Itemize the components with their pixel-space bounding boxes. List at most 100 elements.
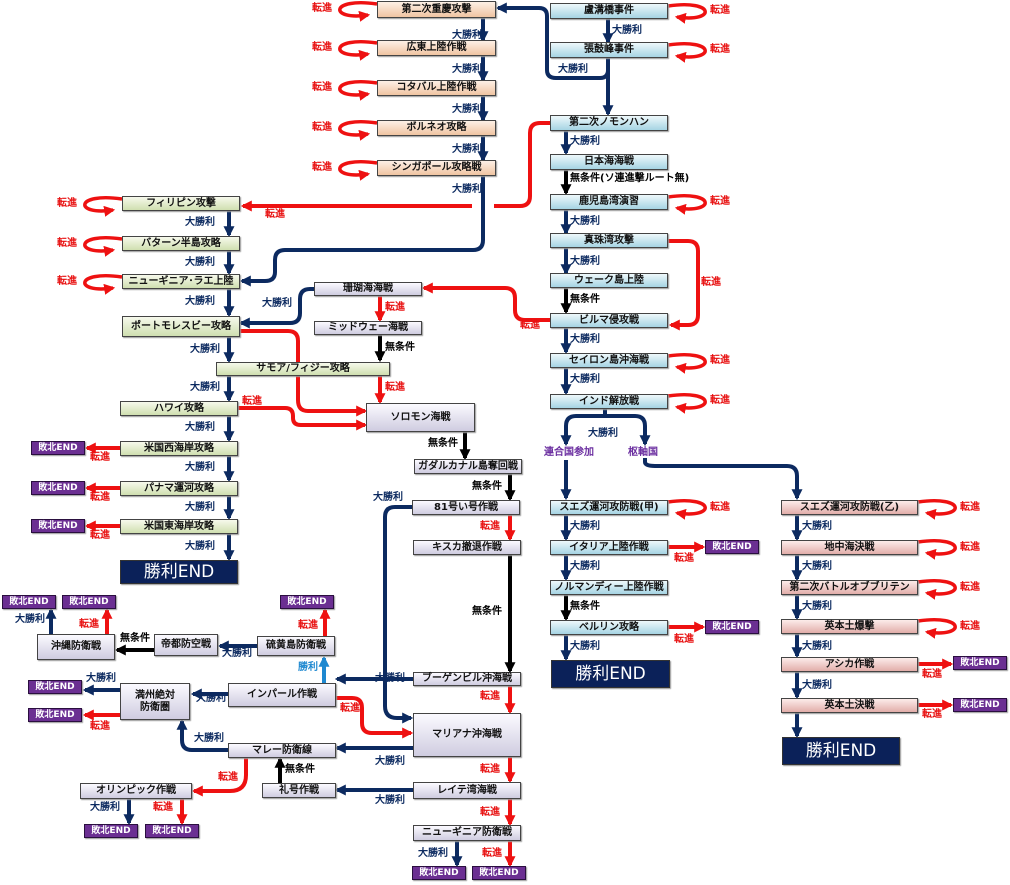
defeat-end[interactable]: 敗北END bbox=[953, 656, 1007, 670]
victory-end[interactable]: 勝利END bbox=[551, 660, 670, 688]
node-panama[interactable]: パナマ運河攻略 bbox=[120, 481, 238, 496]
node-bataan[interactable]: バターン半島攻略 bbox=[122, 236, 240, 251]
defeat-end[interactable]: 敗北END bbox=[705, 620, 759, 634]
node-solomon[interactable]: ソロモン海戦 bbox=[366, 403, 475, 432]
node-midway[interactable]: ミッドウェー海戦 bbox=[314, 321, 422, 335]
victory-label: 大勝利 bbox=[558, 64, 588, 75]
defeat-end[interactable]: 敗北END bbox=[953, 698, 1007, 712]
node-wake[interactable]: ウェーク島上陸 bbox=[550, 273, 668, 288]
node-borneo[interactable]: ボルネオ攻略 bbox=[377, 120, 496, 136]
node-bob[interactable]: 第二次バトルオブブリテン bbox=[781, 580, 918, 595]
node-hawaii[interactable]: ハワイ攻略 bbox=[120, 401, 238, 416]
victory-label: 大勝利 bbox=[375, 673, 405, 684]
victory-label: 大勝利 bbox=[185, 422, 215, 433]
node-india[interactable]: インド解放戦 bbox=[550, 394, 668, 409]
defeat-end[interactable]: 敗北END bbox=[62, 595, 116, 609]
defeat-end[interactable]: 敗北END bbox=[31, 481, 85, 495]
node-zhanggufeng[interactable]: 張鼓峰事件 bbox=[550, 42, 668, 58]
defeat-end[interactable]: 敗北END bbox=[472, 866, 526, 880]
retreat-label: 転進 bbox=[218, 772, 238, 783]
victory-label: 大勝利 bbox=[262, 298, 292, 309]
unconditional-label: 無条件(ソ連進撃ルート無) bbox=[570, 173, 690, 184]
node-chongqing[interactable]: 第二次重慶攻撃 bbox=[377, 1, 496, 18]
retreat-arrow bbox=[667, 194, 707, 215]
node-okinawa[interactable]: 沖縄防衛戦 bbox=[37, 634, 115, 660]
victory-end[interactable]: 勝利END bbox=[120, 560, 238, 584]
defeat-end[interactable]: 敗北END bbox=[412, 866, 466, 880]
node-ngdef[interactable]: ニューギニア防衛戦 bbox=[413, 825, 521, 841]
node-manchuria[interactable]: 満州絶対 防衛圏 bbox=[120, 683, 190, 720]
node-moresby[interactable]: ポートモレスビー攻略 bbox=[122, 316, 240, 337]
node-samoa[interactable]: サモア/フィジー攻略 bbox=[216, 362, 390, 376]
node-teito[interactable]: 帝都防空戦 bbox=[154, 634, 218, 656]
victory-label: 大勝利 bbox=[452, 184, 482, 195]
retreat-label: 転進 bbox=[922, 669, 942, 680]
retreat-label: 転進 bbox=[701, 277, 721, 288]
node-singapore[interactable]: シンガポール攻略戦 bbox=[377, 160, 496, 176]
node-med[interactable]: 地中海決戦 bbox=[781, 540, 918, 555]
node-op81[interactable]: 81号い号作戦 bbox=[412, 500, 520, 515]
node-iwojima[interactable]: 硫黄島防衛戦 bbox=[257, 636, 335, 656]
defeat-end[interactable]: 敗北END bbox=[2, 595, 56, 609]
victory-arrow bbox=[605, 414, 651, 447]
retreat-arrow bbox=[83, 236, 123, 257]
node-suez-b[interactable]: スエズ運河攻防戦(乙) bbox=[781, 500, 918, 515]
retreat-arrow bbox=[338, 40, 378, 61]
retreat-arrow bbox=[917, 499, 957, 520]
node-kagoshima[interactable]: 鹿児島湾演習 bbox=[550, 194, 668, 210]
retreat-arrow bbox=[238, 406, 368, 431]
node-suez-a[interactable]: スエズ運河攻防戦(甲) bbox=[550, 500, 668, 515]
victory-end[interactable]: 勝利END bbox=[782, 737, 900, 765]
node-sealion[interactable]: アシカ作戦 bbox=[781, 657, 918, 672]
defeat-end[interactable]: 敗北END bbox=[280, 595, 334, 609]
node-italy[interactable]: イタリア上陸作戦 bbox=[550, 540, 668, 555]
retreat-arrow bbox=[667, 3, 707, 24]
node-canton[interactable]: 広東上陸作戦 bbox=[377, 40, 496, 56]
node-useast[interactable]: 米国東海岸攻略 bbox=[120, 519, 238, 534]
unconditional-label: 無条件 bbox=[570, 294, 600, 305]
node-ukbomb[interactable]: 英本土爆撃 bbox=[781, 619, 918, 634]
node-tsushima[interactable]: 日本海海戦 bbox=[550, 154, 668, 170]
node-uswest[interactable]: 米国西海岸攻略 bbox=[120, 441, 238, 456]
defeat-end[interactable]: 敗北END bbox=[705, 540, 759, 554]
victory-label: 大勝利 bbox=[570, 136, 600, 147]
node-ceylon[interactable]: セイロン島沖海戦 bbox=[550, 353, 668, 368]
node-kiska[interactable]: キスカ撤退作戦 bbox=[413, 540, 521, 555]
node-ukfinal[interactable]: 英本土決戦 bbox=[781, 698, 918, 713]
victory-arrow bbox=[495, 2, 610, 80]
node-lae[interactable]: ニューギニア･ラエ上陸 bbox=[122, 274, 240, 289]
node-normandy[interactable]: ノルマンディー上陸作戦 bbox=[550, 580, 668, 595]
node-berlin[interactable]: ベルリン攻略 bbox=[550, 620, 668, 635]
unconditional-label: 無条件 bbox=[385, 342, 415, 353]
node-pearl[interactable]: 真珠湾攻撃 bbox=[550, 233, 668, 248]
retreat-label: 転進 bbox=[482, 848, 502, 859]
node-lugou[interactable]: 盧溝橋事件 bbox=[550, 3, 668, 19]
node-olympic[interactable]: オリンピック作戦 bbox=[80, 783, 192, 799]
defeat-end[interactable]: 敗北END bbox=[28, 708, 82, 722]
node-malay[interactable]: マレー防衛線 bbox=[228, 743, 336, 758]
victory-label: 大勝利 bbox=[452, 144, 482, 155]
node-leyte[interactable]: レイテ湾海戦 bbox=[413, 782, 521, 799]
node-imphal[interactable]: インパール作戦 bbox=[228, 683, 336, 707]
defeat-end[interactable]: 敗北END bbox=[28, 680, 82, 694]
node-reigo[interactable]: 礼号作戦 bbox=[262, 783, 336, 798]
victory-label: 大勝利 bbox=[375, 756, 405, 767]
node-philippines[interactable]: フィリピン攻撃 bbox=[122, 196, 240, 211]
defeat-end[interactable]: 敗北END bbox=[84, 824, 138, 838]
victory-label: 大勝利 bbox=[194, 733, 224, 744]
victory-label: 大勝利 bbox=[185, 296, 215, 307]
unconditional-label: 無条件 bbox=[428, 438, 458, 449]
node-burma[interactable]: ビルマ侵攻戦 bbox=[550, 313, 668, 328]
victory-arrow bbox=[560, 409, 607, 447]
retreat-label: 転進 bbox=[298, 620, 318, 631]
defeat-end[interactable]: 敗北END bbox=[145, 824, 199, 838]
node-kotabharu[interactable]: コタバル上陸作戦 bbox=[377, 80, 496, 96]
node-coral[interactable]: 珊瑚海海戦 bbox=[314, 282, 422, 296]
node-bougainville[interactable]: ブーゲンビル沖海戦 bbox=[413, 672, 521, 686]
defeat-end[interactable]: 敗北END bbox=[31, 441, 85, 455]
node-mariana[interactable]: マリアナ沖海戦 bbox=[413, 713, 521, 757]
node-nomonhan[interactable]: 第二次ノモンハン bbox=[550, 115, 668, 131]
node-guadalcanal[interactable]: ガダルカナル島奪回戦 bbox=[414, 459, 522, 474]
defeat-end[interactable]: 敗北END bbox=[31, 519, 85, 533]
retreat-label: 転進 bbox=[710, 5, 730, 16]
